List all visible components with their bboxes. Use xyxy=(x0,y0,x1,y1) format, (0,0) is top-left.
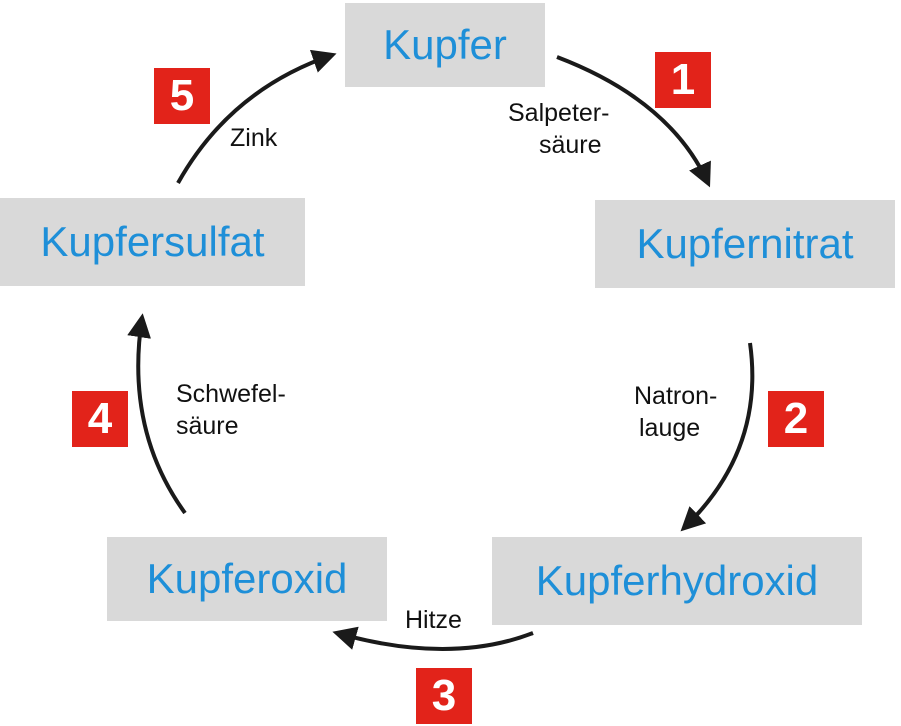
reagent-line: Zink xyxy=(230,124,278,152)
reagent-line: säure xyxy=(176,412,239,440)
reagent-line: säure xyxy=(539,131,602,159)
node-kupfernitrat: Kupfernitrat xyxy=(595,200,895,288)
reagent-line: lauge xyxy=(639,414,701,442)
arrow-step-1 xyxy=(556,55,711,188)
arrow-step-2 xyxy=(680,342,755,532)
arrow-step-5 xyxy=(176,49,337,184)
node-kupferhydroxid: Kupferhydroxid xyxy=(492,537,862,625)
reagent-line: Salpeter- xyxy=(508,99,610,127)
step-badge-3: 3 xyxy=(416,668,472,724)
reagent-label-step-1: Salpeter- säure xyxy=(508,97,609,161)
arrow-step-3 xyxy=(332,626,534,651)
reagent-label-step-3: Hitze xyxy=(405,604,462,636)
node-kupferoxid: Kupferoxid xyxy=(107,537,387,621)
node-kupfer: Kupfer xyxy=(345,3,545,87)
arrow-step-4 xyxy=(127,313,187,515)
reagent-line: Natron- xyxy=(634,382,718,410)
reagent-line: Schwefel- xyxy=(176,380,286,408)
reagent-label-step-4: Schwefel- säure xyxy=(176,378,286,442)
step-badge-4: 4 xyxy=(72,391,128,447)
step-badge-1: 1 xyxy=(655,52,711,108)
step-badge-5: 5 xyxy=(154,68,210,124)
node-kupfersulfat: Kupfersulfat xyxy=(0,198,305,286)
reagent-label-step-5: Zink xyxy=(230,122,277,154)
reagent-line: Hitze xyxy=(405,606,462,634)
reagent-label-step-2: Natron- lauge xyxy=(634,380,717,444)
step-badge-2: 2 xyxy=(768,391,824,447)
